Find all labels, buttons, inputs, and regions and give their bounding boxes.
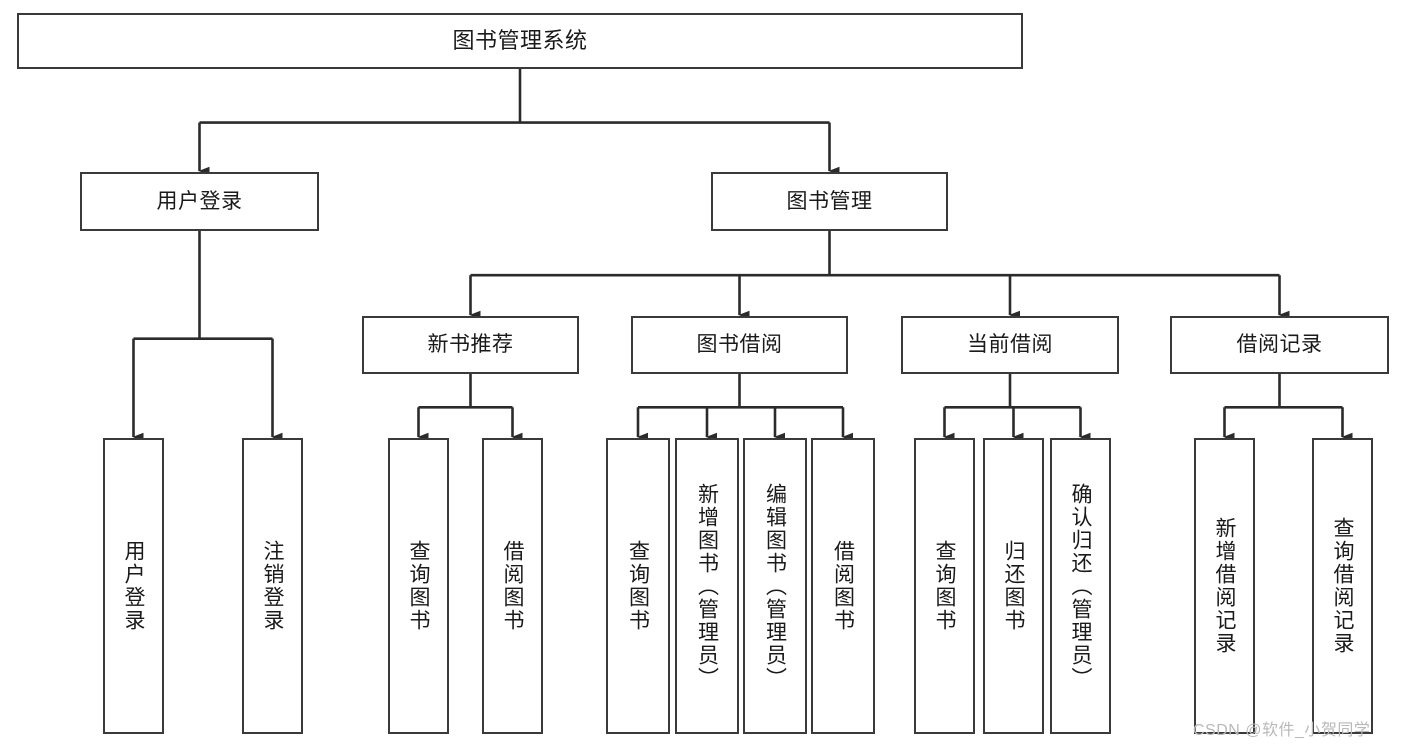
node-label: 注销登录 [261,540,284,632]
node-label: 用户登录 [156,189,243,213]
leaf-node-leaf-borrow-book-1[interactable]: 借阅图书 [482,438,543,734]
node-label: 编辑图书（管理员） [763,482,787,690]
leaf-node-leaf-user-login[interactable]: 用户登录 [103,438,164,734]
node-current-borrow[interactable]: 当前借阅 [901,316,1119,374]
leaf-node-leaf-return-book[interactable]: 归还图书 [983,438,1044,734]
node-borrow-record[interactable]: 借阅记录 [1170,316,1389,374]
node-label: 确认归还（管理员） [1069,482,1092,690]
node-label: 图书管理系统 [452,27,588,53]
root-node[interactable]: 图书管理系统 [17,13,1023,69]
node-label: 查询借阅记录 [1331,517,1354,655]
node-label: 查询图书 [626,540,650,632]
node-label: 归还图书 [1002,540,1025,632]
node-label: 查询图书 [407,540,430,632]
node-label: 图书管理 [786,189,873,213]
leaf-node-leaf-query-record[interactable]: 查询借阅记录 [1312,438,1373,734]
node-label: 借阅图书 [501,540,524,632]
leaf-node-leaf-query-book-2[interactable]: 查询图书 [606,438,670,734]
node-label: 查询图书 [933,540,956,632]
node-label: 用户登录 [122,540,145,632]
leaf-node-leaf-edit-book[interactable]: 编辑图书（管理员） [743,438,807,734]
leaf-node-leaf-add-record[interactable]: 新增借阅记录 [1194,438,1255,734]
leaf-node-leaf-logout[interactable]: 注销登录 [242,438,303,734]
leaf-node-leaf-confirm-return[interactable]: 确认归还（管理员） [1050,438,1111,734]
node-new-book-recommend[interactable]: 新书推荐 [362,316,579,374]
node-label: 当前借阅 [967,333,1053,357]
leaf-node-leaf-add-book[interactable]: 新增图书（管理员） [675,438,739,734]
leaf-node-leaf-query-book-1[interactable]: 查询图书 [388,438,449,734]
node-label: 新增图书（管理员） [695,482,719,690]
node-label: 借阅图书 [831,540,855,632]
node-label: 借阅记录 [1236,333,1323,357]
node-label: 图书借阅 [696,333,783,357]
leaf-node-leaf-query-book-3[interactable]: 查询图书 [914,438,975,734]
connector-lines [132,69,1353,442]
node-label: 新书推荐 [427,333,514,357]
node-user-login[interactable]: 用户登录 [80,172,319,231]
node-label: 新增借阅记录 [1213,517,1236,655]
node-book-manage[interactable]: 图书管理 [711,172,948,231]
leaf-node-leaf-borrow-book-2[interactable]: 借阅图书 [811,438,875,734]
node-book-borrow[interactable]: 图书借阅 [631,316,848,374]
